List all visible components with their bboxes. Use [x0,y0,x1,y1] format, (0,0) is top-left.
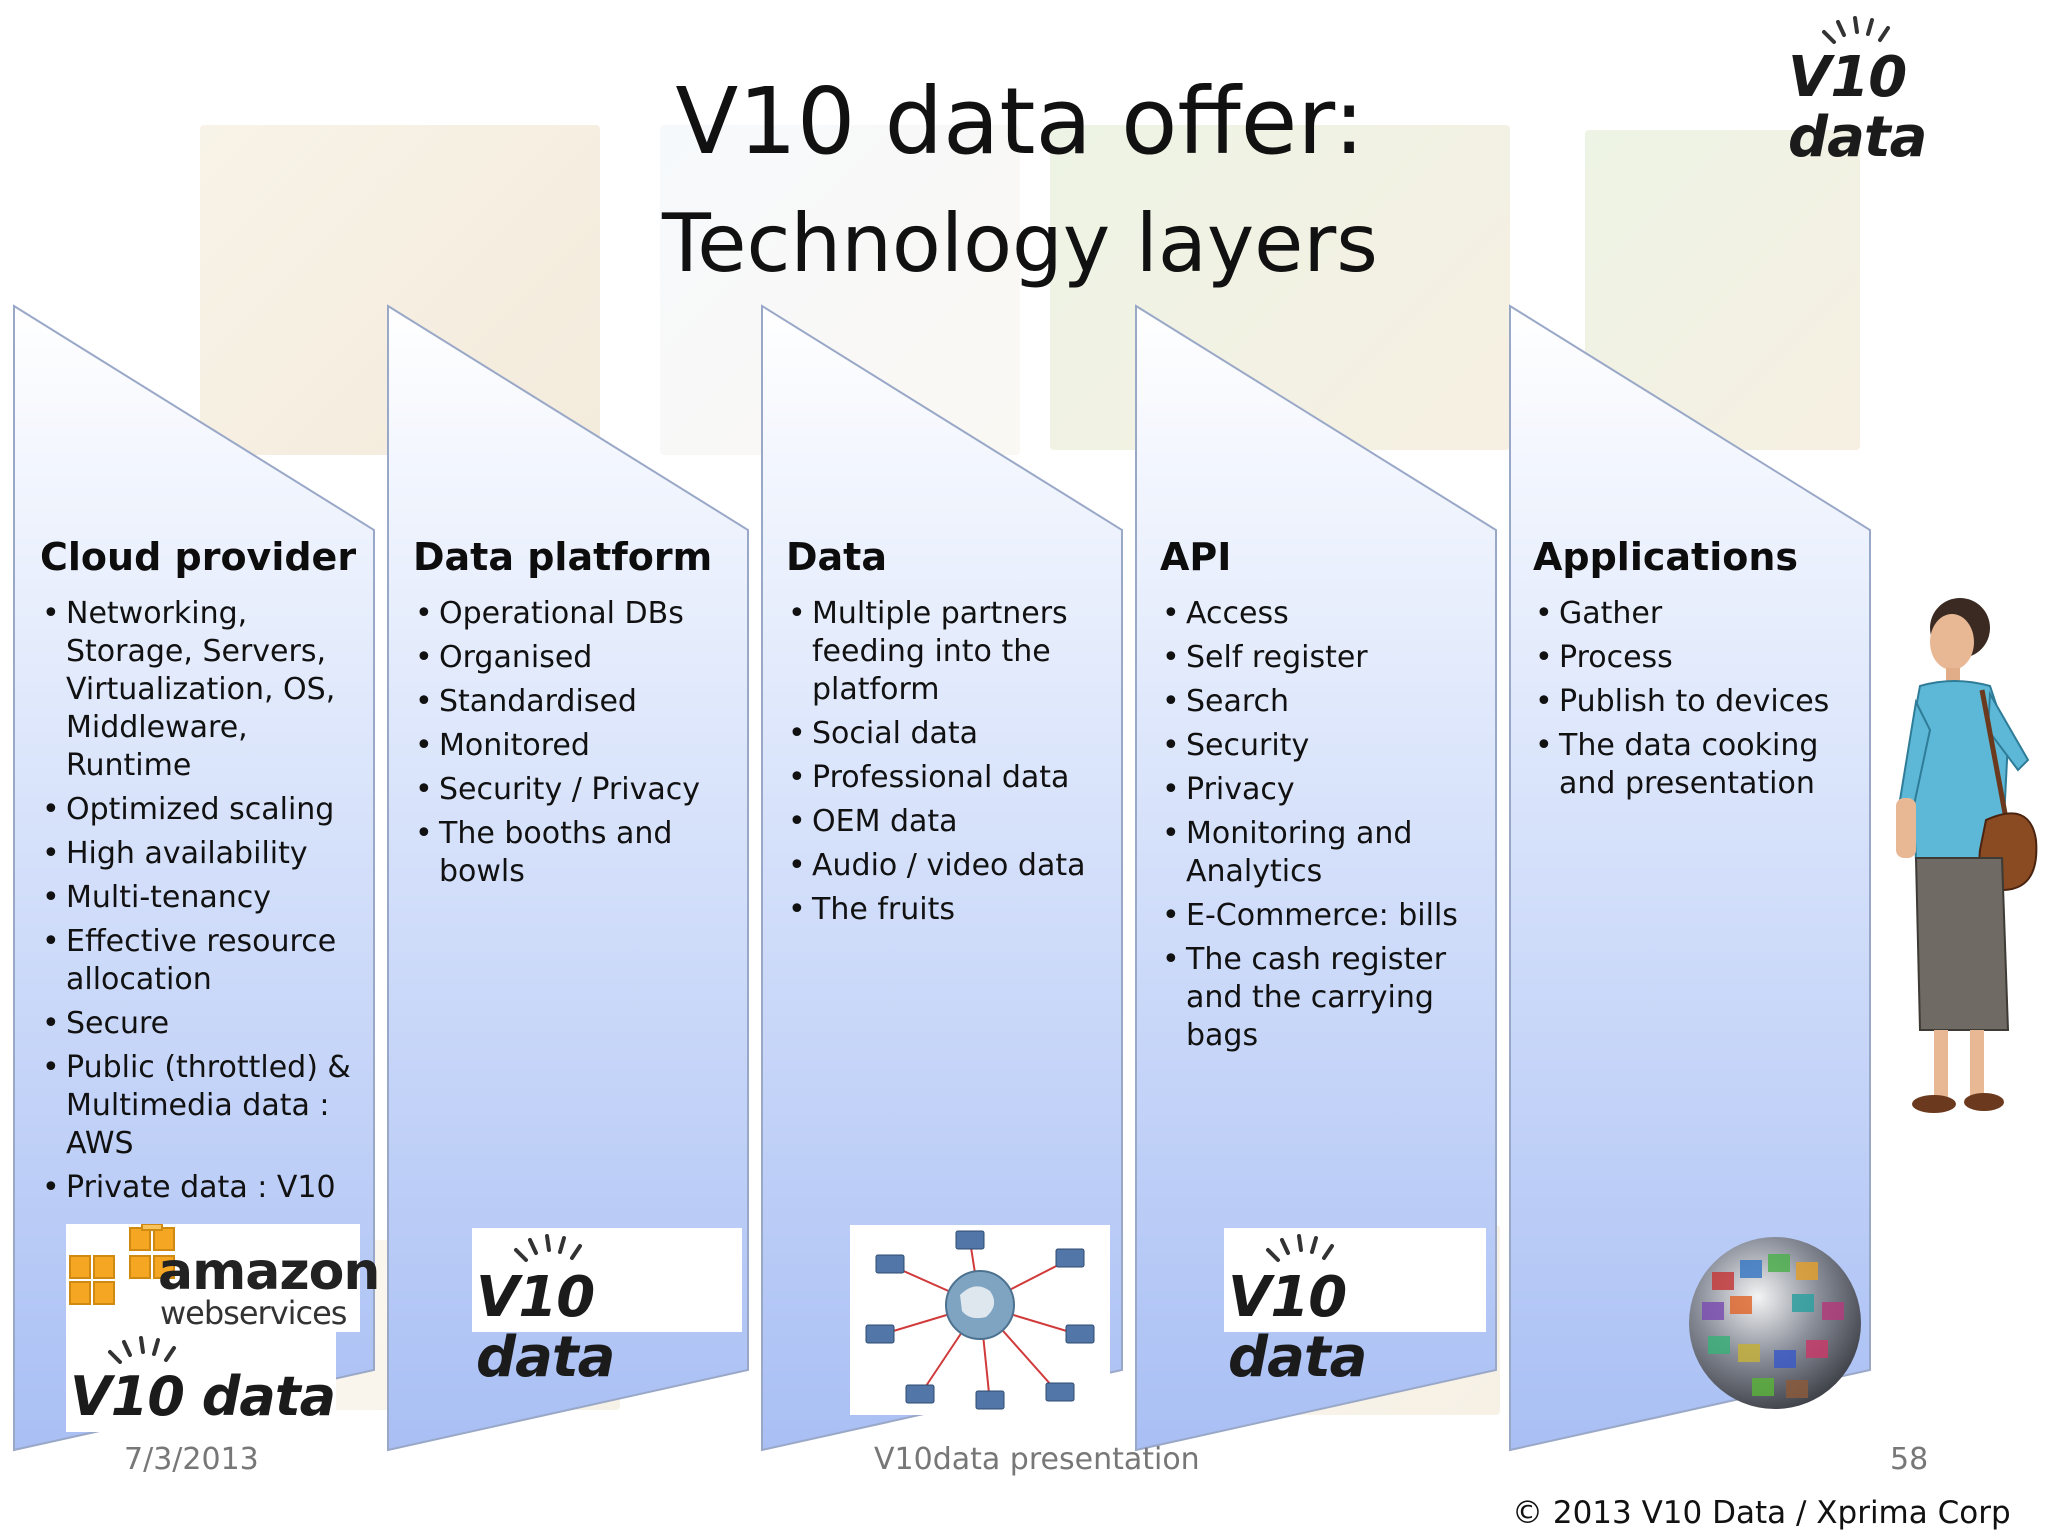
bullet-item: Private data : V10 [40,1169,360,1207]
column-bullets: Operational DBs Organised Standardised M… [413,595,733,891]
image-sphere-icon [1689,1237,1861,1409]
bullet-item: Multiple partners feeding into the platf… [786,595,1106,709]
bullet-item: High availability [40,835,360,873]
bullet-item: Gather [1533,595,1853,633]
bullet-item: The cash register and the carrying bags [1160,941,1480,1055]
bullet-item: Social data [786,715,1106,753]
column-bullets: Access Self register Search Security Pri… [1160,595,1480,1055]
column-heading: Applications [1533,535,1798,579]
logo-wordmark: V10 data [70,1365,336,1428]
bullet-item: Publish to devices [1533,683,1853,721]
slide-title: V10 data offer: [675,68,1365,175]
bullet-item: E-Commerce: bills [1160,897,1480,935]
logo-sunburst-icon [1822,16,1890,44]
column-heading: Data platform [413,535,713,579]
network-globe-icon [865,1230,1095,1410]
bullet-item: OEM data [786,803,1106,841]
network-globe-illustration [850,1225,1110,1415]
footer-presentation-name: V10data presentation [874,1442,1200,1477]
layer-chevron-5 [1509,304,1871,1452]
logo-wordmark: V10 data [1228,1265,1367,1390]
logo-wordmark: V10 data [1788,45,1927,170]
column-heading: Cloud provider [40,535,357,579]
v10-data-logo: V10 data [472,1228,742,1388]
bullet-item: Process [1533,639,1853,677]
bullet-item: The fruits [786,891,1106,929]
v10-data-logo: V10 data [1780,10,2048,168]
woman-figure-icon [1896,598,2038,1113]
column-bullets: Gather Process Publish to devices The da… [1533,595,1853,803]
bullet-item: Professional data [786,759,1106,797]
column-api: API Access Self register Search Security… [1160,535,1480,1061]
column-bullets: Multiple partners feeding into the platf… [786,595,1106,929]
bullet-item: Public (throttled) & Multimedia data : A… [40,1049,360,1163]
aws-logo: amazon webservices [66,1224,380,1332]
bullet-item: Security [1160,727,1480,765]
bullet-item: Multi-tenancy [40,879,360,917]
bullet-item: Access [1160,595,1480,633]
column-data: Data Multiple partners feeding into the … [786,535,1106,935]
shopper-woman-illustration [1890,590,2040,1134]
logo-sunburst-icon [108,1336,176,1364]
bullet-item: Monitoring and Analytics [1160,815,1480,891]
column-data-platform: Data platform Operational DBs Organised … [413,535,733,897]
footer-copyright: © 2013 V10 Data / Xprima Corp [1512,1495,2011,1531]
slide-subtitle: Technology layers [662,197,1378,290]
logo-sunburst-icon [514,1234,582,1262]
bullet-item: Operational DBs [413,595,733,633]
column-heading: Data [786,535,887,579]
logo-sunburst-icon [1266,1234,1334,1262]
column-applications: Applications Gather Process Publish to d… [1533,535,1853,809]
bullet-item: Standardised [413,683,733,721]
bullet-item: Organised [413,639,733,677]
footer-page-number: 58 [1890,1442,1929,1477]
bullet-item: Self register [1160,639,1480,677]
aws-wordmark: amazon [158,1242,380,1302]
logo-wordmark: V10 data [476,1265,615,1390]
bullet-item: Networking, Storage, Servers, Virtualiza… [40,595,360,785]
bullet-item: Optimized scaling [40,791,360,829]
image-sphere-illustration [1682,1232,1868,1414]
column-heading: API [1160,535,1232,579]
column-cloud-provider: Cloud provider Networking, Storage, Serv… [40,535,360,1213]
bullet-item: Privacy [1160,771,1480,809]
bullet-item: Secure [40,1005,360,1043]
bullet-item: Search [1160,683,1480,721]
layer-chevron-1 [13,304,375,1452]
bullet-item: Security / Privacy [413,771,733,809]
footer-date: 7/3/2013 [124,1442,259,1477]
aws-subwordmark: webservices [160,1294,347,1332]
column-bullets: Networking, Storage, Servers, Virtualiza… [40,595,360,1207]
v10-data-logo: V10 data [1224,1228,1486,1388]
bullet-item: Monitored [413,727,733,765]
bullet-item: Audio / video data [786,847,1106,885]
bullet-item: Effective resource allocation [40,923,360,999]
bullet-item: The data cooking and presentation [1533,727,1853,803]
v10-data-logo: V10 data [66,1332,336,1432]
aws-cubes-icon [69,1224,175,1305]
bullet-item: The booths and bowls [413,815,733,891]
